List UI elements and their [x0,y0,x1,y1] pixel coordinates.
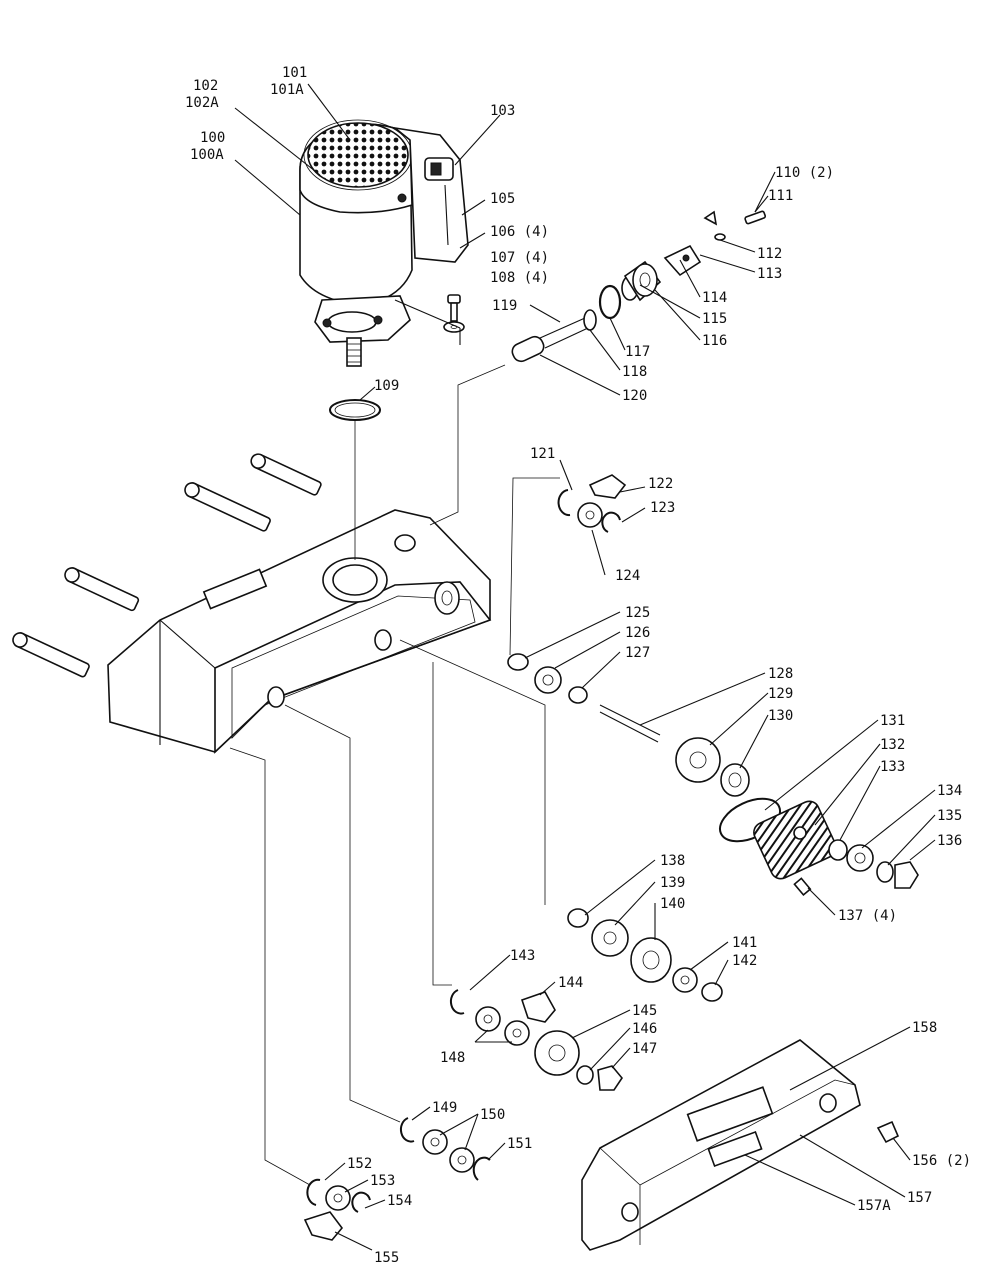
label-100: 100 [200,130,225,146]
motor [299,119,413,367]
label-102a: 102A [185,95,219,111]
label-152: 152 [347,1156,372,1172]
bolt-107 [447,294,461,322]
label-129: 129 [768,686,793,702]
label-112: 112 [757,246,782,262]
gear-train-153 [303,1178,371,1241]
switch-box [392,126,469,263]
label-143: 143 [510,948,535,964]
label-127: 127 [625,645,650,661]
gear-train-145 [449,989,623,1091]
label-153: 153 [370,1173,395,1189]
label-101: 101 [282,65,307,81]
label-123: 123 [650,500,675,516]
label-120: 120 [622,388,647,404]
gear-train-140 [567,908,723,1002]
label-109: 109 [374,378,399,394]
label-135: 135 [937,808,962,824]
leader-lines [229,83,936,1251]
label-126: 126 [625,625,650,641]
label-144: 144 [558,975,583,991]
label-138: 138 [660,853,685,869]
label-101a: 101A [270,82,304,98]
part-labels: 101 101A 102 102A 100 100A 103 105 106 (… [185,65,971,1266]
o-ring-109 [329,399,381,421]
gear-cover-132 [753,800,919,897]
label-122: 122 [648,476,673,492]
gearbox-housing [107,509,492,754]
label-146: 146 [632,1021,657,1037]
label-139: 139 [660,875,685,891]
label-154: 154 [387,1193,412,1209]
label-140: 140 [660,896,685,912]
label-133: 133 [880,759,905,775]
gear-train-128 [507,653,781,843]
label-116: 116 [702,333,727,349]
label-134: 134 [937,783,962,799]
label-125: 125 [625,605,650,621]
label-128: 128 [768,666,793,682]
shafts-left [12,453,322,678]
label-157: 157 [907,1190,932,1206]
label-113: 113 [757,266,782,282]
gear-cluster-upper [557,474,627,533]
label-137: 137 (4) [838,908,897,924]
label-107: 107 (4) [490,250,549,266]
label-105: 105 [490,191,515,207]
side-cover [581,1039,900,1251]
label-150: 150 [480,1107,505,1123]
label-118: 118 [622,364,647,380]
label-136: 136 [937,833,962,849]
label-102: 102 [193,78,218,94]
label-148: 148 [440,1050,465,1066]
label-100a: 100A [190,147,224,163]
label-158: 158 [912,1020,937,1036]
label-117: 117 [625,344,650,360]
label-115: 115 [702,311,727,327]
label-145: 145 [632,1003,657,1019]
label-131: 131 [880,713,905,729]
label-149: 149 [432,1100,457,1116]
label-103: 103 [490,103,515,119]
label-156: 156 (2) [912,1153,971,1169]
shaft-assembly [511,210,767,363]
label-106: 106 (4) [490,224,549,240]
label-124: 124 [615,568,640,584]
label-119: 119 [492,298,517,314]
label-110: 110 (2) [775,165,834,181]
label-157a: 157A [857,1198,891,1214]
label-142: 142 [732,953,757,969]
flat-washer-108 [443,321,465,333]
label-132: 132 [880,737,905,753]
gear-train-150 [399,1117,491,1181]
label-108: 108 (4) [490,270,549,286]
label-141: 141 [732,935,757,951]
label-155: 155 [374,1250,399,1266]
label-130: 130 [768,708,793,724]
label-114: 114 [702,290,727,306]
label-121: 121 [530,446,555,462]
label-151: 151 [507,1136,532,1152]
label-111: 111 [768,188,793,204]
label-147: 147 [632,1041,657,1057]
